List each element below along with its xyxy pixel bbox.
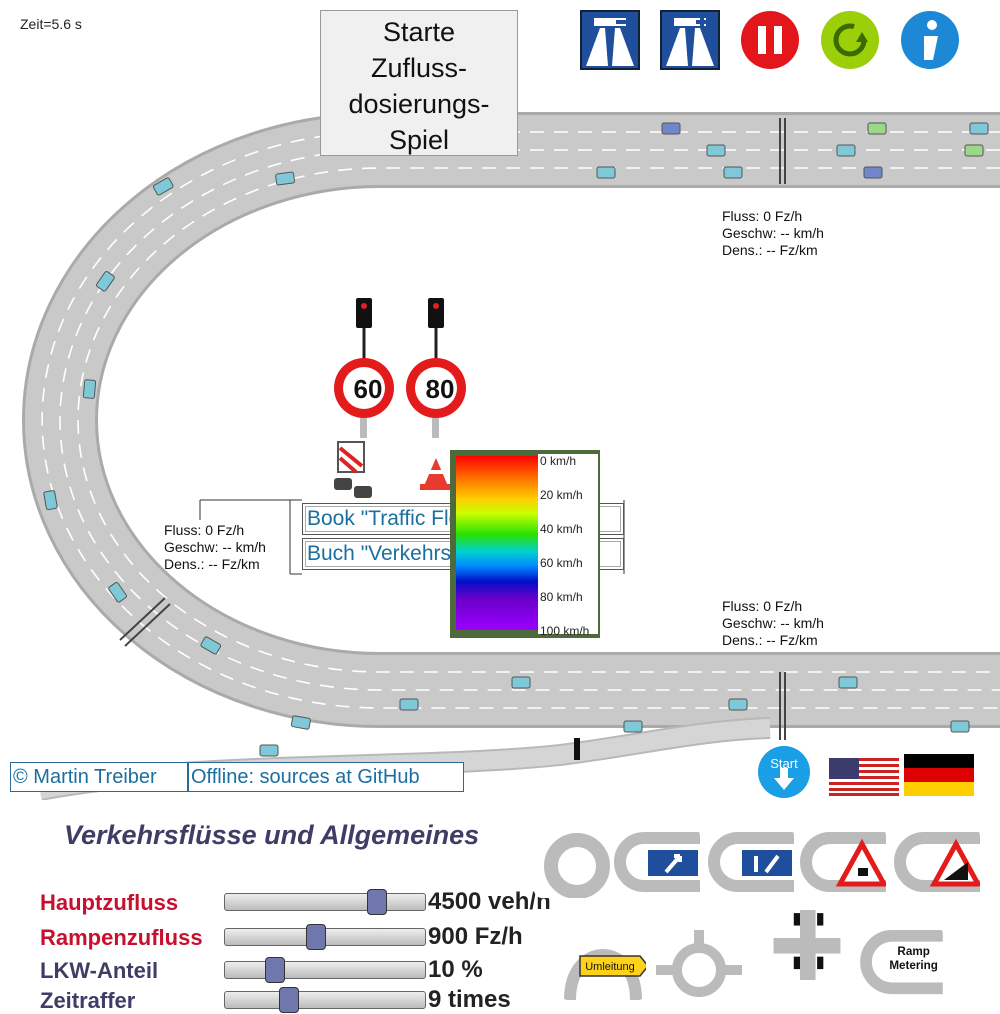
routing-scenario[interactable]: Umleitung: [560, 930, 646, 1000]
slider-thumb[interactable]: [279, 987, 299, 1013]
slider-label-timelapse: Zeitraffer: [40, 988, 136, 1013]
off-ramp-scenario[interactable]: [708, 828, 794, 898]
github-sources-link[interactable]: Offline: sources at GitHub: [188, 762, 464, 792]
start-download-button[interactable]: Start: [756, 744, 812, 800]
speed-color-legend: 0 km/h 20 km/h 40 km/h 60 km/h 80 km/h 1…: [450, 450, 600, 638]
roadworks-scenario[interactable]: [800, 828, 886, 898]
remove-lane-icon[interactable]: [580, 10, 640, 70]
slider-thumb[interactable]: [367, 889, 387, 915]
panel-heading: Verkehrsflüsse und Allgemeines: [64, 820, 480, 850]
german-flag-icon[interactable]: [904, 754, 974, 796]
roundabout-scenario[interactable]: [656, 930, 742, 1000]
speed-value: Geschw: -- km/h: [164, 539, 266, 555]
start-game-line: Starte: [382, 17, 456, 47]
truck-fraction-slider[interactable]: [224, 957, 426, 983]
slider-value-ramp-inflow: 900 Fz/h: [428, 923, 523, 950]
detector-stats-bottom: Fluss: 0 Fz/h Geschw: -- km/h Dens.: -- …: [722, 598, 824, 649]
detector-stats-left: Fluss: 0 Fz/h Geschw: -- km/h Dens.: -- …: [164, 522, 266, 573]
uphill-scenario[interactable]: [894, 828, 980, 898]
pause-icon[interactable]: [740, 10, 800, 70]
download-icon: [758, 746, 810, 798]
simulation-canvas[interactable]: 60 80 Zeit=5.6 s Starte Zufluss- dosieru…: [0, 0, 1000, 800]
start-ramp-metering-game-button[interactable]: Starte Zufluss- dosierungs- Spiel: [320, 10, 518, 156]
legend-label: 0 km/h: [540, 454, 577, 468]
copyright-link[interactable]: © Martin Treiber: [10, 762, 188, 792]
density-value: Dens.: -- Fz/km: [164, 556, 260, 572]
legend-label: 100 km/h: [540, 624, 590, 638]
start-label: Start: [770, 756, 798, 771]
slider-thumb[interactable]: [306, 924, 326, 950]
ring-road-scenario[interactable]: [534, 828, 620, 898]
speed-color-bar: [456, 456, 538, 630]
english-flag-icon[interactable]: [829, 758, 899, 796]
routing-label: Umleitung: [585, 961, 635, 973]
slider-value-timelapse: 9 times: [428, 986, 511, 1013]
slider-value-main-inflow: 4500 veh/h: [428, 888, 551, 915]
ramp-metering-scenario[interactable]: Ramp Metering: [858, 928, 944, 998]
density-value: Dens.: -- Fz/km: [722, 242, 818, 258]
add-lane-icon[interactable]: [660, 10, 720, 70]
flow-value: Fluss: 0 Fz/h: [722, 598, 803, 614]
legend-label: 40 km/h: [540, 522, 583, 536]
slider-thumb[interactable]: [265, 957, 285, 983]
traffic-light-right[interactable]: [428, 298, 444, 360]
legend-label: 60 km/h: [540, 556, 583, 570]
timelapse-slider[interactable]: [224, 987, 426, 1013]
roadworks-barrier-icon[interactable]: [334, 441, 372, 498]
on-ramp-scenario[interactable]: [614, 828, 700, 898]
traffic-light-left[interactable]: [356, 298, 372, 360]
intersection-scenario[interactable]: [764, 910, 850, 980]
traffic-cone-icon[interactable]: [420, 458, 452, 490]
slider-value-truck-fraction: 10 %: [428, 956, 483, 983]
slider-label-truck-fraction: LKW-Anteil: [40, 958, 159, 983]
start-game-line: dosierungs-: [348, 89, 490, 119]
ramp-metering-label-1: Ramp: [897, 945, 929, 958]
vehicles: [43, 122, 989, 757]
legend-label: 80 km/h: [540, 590, 583, 604]
legend-label: 20 km/h: [540, 488, 583, 502]
speed-limit-text-60: 60: [354, 374, 383, 404]
ramp-metering-label-2: Metering: [889, 959, 938, 972]
main-inflow-slider[interactable]: [224, 889, 426, 915]
flow-value: Fluss: 0 Fz/h: [722, 208, 803, 224]
ramp-inflow-slider[interactable]: [224, 924, 426, 950]
detector-stats-top: Fluss: 0 Fz/h Geschw: -- km/h Dens.: -- …: [722, 208, 824, 259]
speed-limit-sign-60[interactable]: [334, 358, 394, 418]
speed-limit-sign-80[interactable]: [406, 358, 466, 418]
start-game-line: Spiel: [388, 125, 450, 155]
speed-value: Geschw: -- km/h: [722, 225, 824, 241]
slider-label-main-inflow: Hauptzufluss: [40, 890, 179, 915]
restart-icon[interactable]: [820, 10, 880, 70]
info-icon[interactable]: [900, 10, 960, 70]
start-game-line: Zufluss-: [370, 53, 468, 83]
speed-limit-text-80: 80: [426, 374, 455, 404]
density-value: Dens.: -- Fz/km: [722, 632, 818, 648]
simulation-time: Zeit=5.6 s: [20, 16, 82, 32]
speed-value: Geschw: -- km/h: [722, 615, 824, 631]
flow-value: Fluss: 0 Fz/h: [164, 522, 245, 538]
slider-label-ramp-inflow: Rampenzufluss: [40, 925, 203, 950]
